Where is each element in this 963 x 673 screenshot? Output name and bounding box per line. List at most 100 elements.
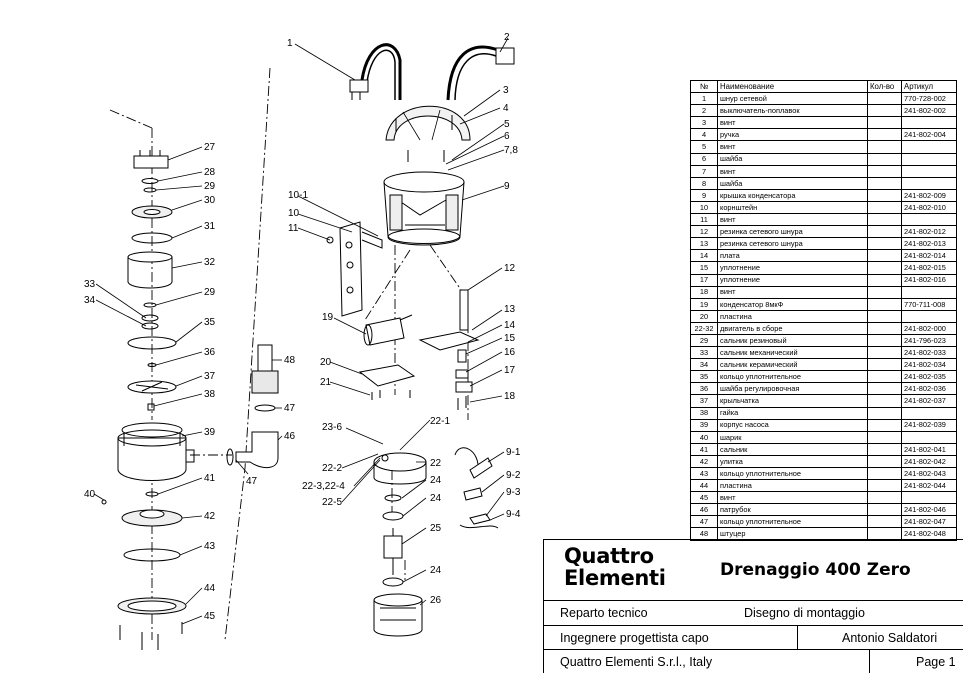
- cell-number: 22-32: [690, 321, 718, 335]
- callout: 30: [204, 195, 216, 206]
- callout: 45: [204, 611, 216, 622]
- callout: 43: [204, 541, 216, 552]
- callout: 15: [504, 333, 516, 344]
- cell-name: винт: [717, 285, 868, 299]
- cell-article: [901, 430, 957, 444]
- callout: 32: [204, 257, 216, 268]
- plate: [358, 364, 416, 400]
- cell-article: 241-802-047: [901, 515, 957, 529]
- handle: [385, 105, 471, 141]
- callout: 9-3: [506, 487, 521, 498]
- cell-number: 36: [690, 382, 718, 396]
- cell-name: шнур сетевой: [717, 92, 868, 106]
- power-cord: [349, 43, 402, 100]
- logo-line-1: Quattro: [564, 544, 654, 568]
- cell-name: патрубок: [717, 503, 868, 517]
- cell-quantity: [867, 249, 902, 263]
- cell-quantity: [867, 128, 902, 142]
- cell-number: 40: [690, 430, 718, 444]
- role-label: Ingegnere progettista capo: [560, 630, 709, 645]
- cell-article: 241-802-016: [901, 273, 957, 287]
- top-screws: [395, 115, 453, 162]
- cell-quantity: [867, 418, 902, 432]
- callout: 9-4: [506, 509, 521, 520]
- callout: 23-6: [322, 422, 342, 433]
- bracket: [326, 221, 383, 317]
- cell-name: улитка: [717, 454, 868, 469]
- cell-number: 9: [690, 188, 718, 202]
- col-header-article: Артикул: [901, 79, 957, 94]
- cell-article: 241-802-041: [901, 442, 957, 456]
- cell-number: 42: [690, 454, 718, 469]
- drawing-type-label: Disegno di montaggio: [744, 606, 865, 620]
- cell-name: винт: [717, 213, 868, 227]
- department-label: Reparto tecnico: [560, 606, 648, 620]
- outlet-fittings: [226, 344, 279, 468]
- cell-quantity: [867, 225, 902, 239]
- cell-article: 241-802-015: [901, 261, 957, 275]
- cell-number: 44: [690, 479, 718, 493]
- cell-article: 770-711-008: [901, 297, 957, 311]
- cell-name: гайка: [717, 406, 868, 420]
- cell-article: 241-802-033: [901, 346, 957, 360]
- cell-number: 20: [690, 309, 718, 323]
- callout: 24: [430, 565, 442, 576]
- cell-number: 11: [690, 213, 718, 227]
- cell-article: 241-802-010: [901, 200, 957, 215]
- cell-article: 241-802-044: [901, 479, 957, 493]
- callout: 9: [504, 181, 510, 192]
- cell-number: 19: [690, 297, 718, 311]
- cell-article: [901, 491, 957, 505]
- cell-quantity: [867, 104, 902, 118]
- cell-number: 14: [690, 249, 718, 263]
- cell-number: 39: [690, 418, 718, 432]
- cell-name: резинка сетевого шнура: [717, 225, 868, 239]
- cell-number: 29: [690, 333, 718, 348]
- col-header-quantity: Кол-во: [867, 79, 902, 94]
- callout: 26: [430, 595, 442, 606]
- cell-number: 13: [690, 237, 718, 251]
- cell-name: винт: [717, 116, 868, 130]
- callout: 25: [430, 523, 442, 534]
- capacitor-cover: [383, 171, 465, 246]
- callout: 31: [204, 221, 216, 232]
- callout: 21: [320, 377, 332, 388]
- callout: 33: [84, 279, 96, 290]
- cell-quantity: [867, 333, 902, 348]
- cell-article: 241-802-000: [901, 321, 957, 335]
- cell-quantity: [867, 430, 902, 444]
- title-block-row-department: Reparto tecnico Disegno di montaggio: [544, 601, 963, 626]
- title-block: Quattro Elementi Drenaggio 400 Zero Repa…: [543, 539, 963, 673]
- cell-article: [901, 285, 957, 299]
- cell-quantity: [867, 92, 902, 106]
- cell-quantity: [867, 213, 902, 227]
- cell-name: винт: [717, 164, 868, 178]
- stator: [373, 593, 423, 637]
- cell-name: шайба: [717, 152, 868, 166]
- cell-quantity: [867, 466, 902, 481]
- col-header-number: №: [690, 79, 718, 94]
- capacitor: [363, 314, 413, 346]
- callout: 47: [246, 476, 258, 487]
- cell-article: 241-802-043: [901, 466, 957, 481]
- company-logo: Quattro Elementi: [564, 545, 666, 589]
- cell-quantity: [867, 309, 902, 323]
- cell-quantity: [867, 321, 902, 335]
- cell-article: 241-802-012: [901, 225, 957, 239]
- callout: 27: [204, 142, 216, 153]
